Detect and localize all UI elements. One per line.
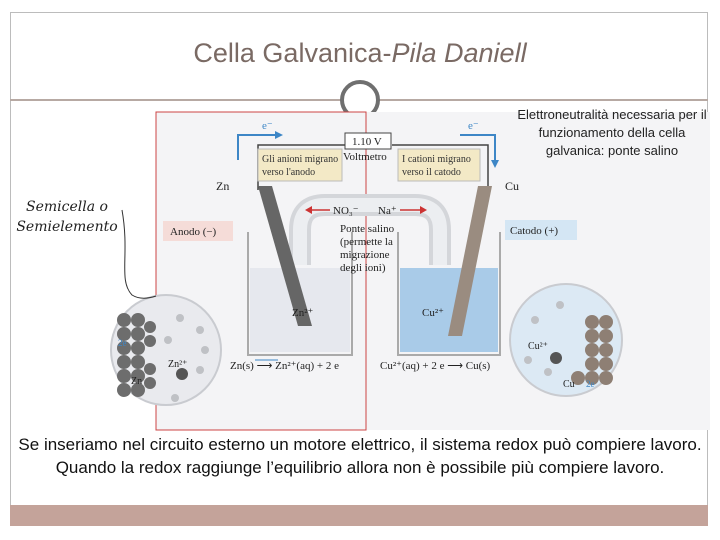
copper-solution [400, 268, 498, 352]
zinc-ion-label: Zn²⁺ [292, 307, 314, 319]
zinc-electrode [258, 186, 312, 326]
wire-right [392, 144, 489, 190]
salt-bridge-inner [293, 198, 447, 265]
voltmeter-label: Voltmetro [343, 151, 387, 163]
zoom-right-electrons: 2e [586, 379, 595, 389]
zoom-left-zinc: Zn [131, 376, 142, 387]
electron-arrow-left-head [275, 131, 283, 139]
anion-note-line2: verso l'anodo [262, 167, 315, 178]
zoom-right-copper-ion: Cu²⁺ [528, 341, 548, 352]
title-plain: Cella Galvanica- [193, 38, 392, 68]
zinc-beaker [247, 232, 353, 356]
slide-caption: Se inseriamo nel circuito esterno un mot… [18, 435, 702, 477]
electron-arrow-right-head [491, 160, 499, 168]
electron-arrow-left [237, 134, 275, 160]
equation-left: Zn(s) ⟶ Zn²⁺(aq) + 2 e [230, 360, 339, 372]
salt-bridge-note-line3: migrazione [340, 249, 390, 261]
cation-note-box [397, 148, 481, 182]
copper-beaker [397, 232, 501, 356]
anode-label: Anodo (−) [170, 226, 217, 238]
zoom-right-copper: Cu [563, 379, 575, 390]
copper-zoom-ions [524, 301, 564, 376]
salt-bridge-note-line4: degli ioni) [340, 262, 386, 274]
cathode-tag [505, 220, 577, 240]
half-cell-frame [155, 111, 367, 431]
zinc-zoom-ions [164, 314, 209, 402]
salt-bridge-note-line2: (permette la [340, 236, 393, 248]
voltmeter-display [344, 132, 392, 150]
zoom-left-electrons: 2e [118, 338, 127, 348]
cation-note-line2: verso il catodo [402, 167, 461, 178]
nitrate-ion-label: NO₃⁻ [333, 205, 359, 217]
zinc-leaving-ion [176, 368, 188, 380]
voltmeter-value: 1.10 V [352, 136, 382, 148]
cathode-label: Catodo (+) [510, 225, 558, 237]
copper-electrode [448, 186, 492, 336]
slide-title: Cella Galvanica-Pila Daniell [0, 38, 720, 69]
anion-note-line1: Gli anioni migrano [262, 154, 338, 165]
anode-tag [163, 221, 233, 241]
cation-note-line1: I cationi migrano [402, 154, 471, 165]
zinc-label: Zn [216, 179, 229, 193]
electron-label-left: e⁻ [262, 120, 273, 132]
zinc-lattice [117, 313, 156, 397]
copper-lattice [571, 315, 613, 385]
sodium-ion-label: Na⁺ [378, 205, 397, 217]
zoom-left-zinc-ion: Zn²⁺ [168, 359, 187, 370]
anion-note-box [257, 148, 343, 182]
copper-arriving-ion [550, 352, 562, 364]
salt-bridge-note-line1: Ponte salino [340, 223, 395, 235]
anion-flow-arrow-head [305, 206, 312, 214]
electron-arrow-right [460, 134, 496, 160]
half-cell-annotation: Semicella o Semielemento [16, 199, 118, 235]
copper-label: Cu [505, 179, 519, 193]
equation-right: Cu²⁺(aq) + 2 e ⟶ Cu(s) [380, 360, 491, 372]
electron-label-right: e⁻ [468, 120, 479, 132]
cation-flow-arrow-head [420, 206, 427, 214]
footer-bar [10, 505, 708, 526]
title-italic: Pila Daniell [391, 38, 527, 68]
salt-bridge-annotation: Elettroneutralità necessaria per il funz… [517, 107, 707, 158]
half-cell-callout [121, 209, 157, 299]
copper-ion-label: Cu²⁺ [422, 307, 444, 319]
